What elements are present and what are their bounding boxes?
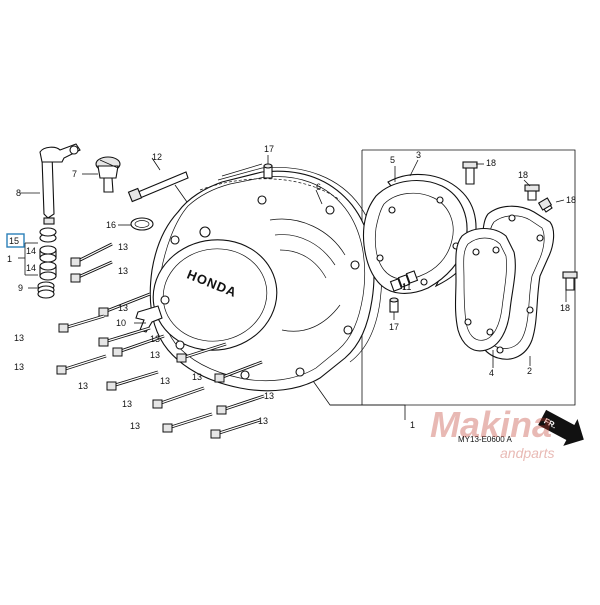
bolt-13-shaft-inner <box>111 371 159 387</box>
bolt-13-head <box>70 273 81 283</box>
seal-bearing-parts <box>37 227 57 299</box>
dowel-pin-top <box>263 163 273 179</box>
label-8: 8 <box>16 188 21 198</box>
watermark-logo: Makina andparts <box>430 404 554 461</box>
label-18-b: 18 <box>518 170 528 180</box>
label-12: 12 <box>152 152 162 162</box>
bolt-13-shaft-inner <box>215 419 261 435</box>
bolt-13-group <box>56 242 265 439</box>
bolt-13-head <box>70 257 81 267</box>
watermark-line1: Makina <box>430 404 552 445</box>
label-13-a: 13 <box>118 242 128 252</box>
bolt-13-shaft-inner <box>167 413 213 429</box>
label-14-b: 14 <box>26 263 36 273</box>
label-13-h: 13 <box>160 376 170 386</box>
bolt-13-head <box>56 365 67 375</box>
label-15: 15 <box>9 236 19 246</box>
label-13-d: 13 <box>14 333 24 343</box>
bolt-13-shaft-inner <box>221 395 265 411</box>
bolt-13-head <box>216 405 227 415</box>
guide-part-10 <box>135 305 163 333</box>
label-14-a: 14 <box>26 246 36 256</box>
label-4: 4 <box>489 368 494 378</box>
bolt-13-shaft-inner <box>63 315 105 329</box>
highlight-box-15 <box>6 233 25 248</box>
bolt-13-shaft-inner <box>219 361 263 379</box>
label-13-b: 13 <box>118 266 128 276</box>
label-5: 5 <box>390 155 395 165</box>
bolt-13-head <box>98 337 109 347</box>
oil-level-gauge-part <box>39 143 81 225</box>
fasteners-right <box>389 270 419 313</box>
label-1-left: 1 <box>7 254 12 264</box>
bolt-13-head <box>152 399 163 409</box>
label-2: 2 <box>527 366 532 376</box>
label-13-f: 13 <box>150 350 160 360</box>
bolt-13-shaft-inner <box>103 327 151 343</box>
diagram-code: MY13-E0600 A <box>458 435 512 444</box>
label-1-main: 1 <box>410 420 415 430</box>
label-7: 7 <box>72 169 77 179</box>
label-9: 9 <box>18 283 23 293</box>
front-direction-arrow: FR. <box>538 409 584 446</box>
label-13-k: 13 <box>122 399 132 409</box>
label-13-c: 13 <box>118 303 128 313</box>
crankcase-cover-part: HONDA <box>149 170 375 392</box>
bolt-13-head <box>58 323 69 333</box>
label-17-top: 17 <box>264 144 274 154</box>
bolt-13-shaft-inner <box>181 343 227 359</box>
bolt-13-shaft-inner <box>103 293 151 313</box>
inner-cover-plates <box>362 173 555 360</box>
bolt-13-shaft-inner <box>157 387 205 405</box>
o-ring-part <box>130 217 154 231</box>
label-13-i: 13 <box>78 381 88 391</box>
bolt-13-shaft-inner <box>117 335 165 353</box>
bolt-13-head <box>106 381 117 391</box>
bolt-12-part <box>127 171 189 203</box>
label-18-c: 18 <box>566 195 576 205</box>
bolt-13-head <box>210 429 221 439</box>
label-6: 6 <box>316 182 321 192</box>
label-13-j: 13 <box>192 372 202 382</box>
label-10: 10 <box>116 318 126 328</box>
label-3: 3 <box>416 150 421 160</box>
callout-labels: 8 7 12 16 17 6 5 3 18 18 18 18 2 4 11 17… <box>6 144 576 431</box>
label-18-a: 18 <box>486 158 496 168</box>
bolt-13-head <box>162 423 173 433</box>
bolt-13-shaft-inner <box>75 261 113 279</box>
label-11: 11 <box>402 282 411 292</box>
bolt-13-head <box>176 353 187 363</box>
label-17-right: 17 <box>389 322 399 332</box>
label-13-g: 13 <box>14 362 24 372</box>
bolt-13-shaft-inner <box>75 243 113 263</box>
leader-lines <box>20 155 567 368</box>
label-13-e: 13 <box>150 334 160 344</box>
label-13-m: 13 <box>130 421 140 431</box>
bolt-18-group <box>462 161 578 291</box>
label-16: 16 <box>106 220 116 230</box>
label-13-l: 13 <box>264 391 274 401</box>
watermark-line2: andparts <box>500 445 554 461</box>
oil-filler-cap-part <box>95 156 121 193</box>
bolt-13-head <box>112 347 123 357</box>
label-13-n: 13 <box>258 416 268 426</box>
bolt-13-shaft-inner <box>61 355 107 371</box>
label-18-d: 18 <box>560 303 570 313</box>
bolt-13-head <box>214 373 225 383</box>
